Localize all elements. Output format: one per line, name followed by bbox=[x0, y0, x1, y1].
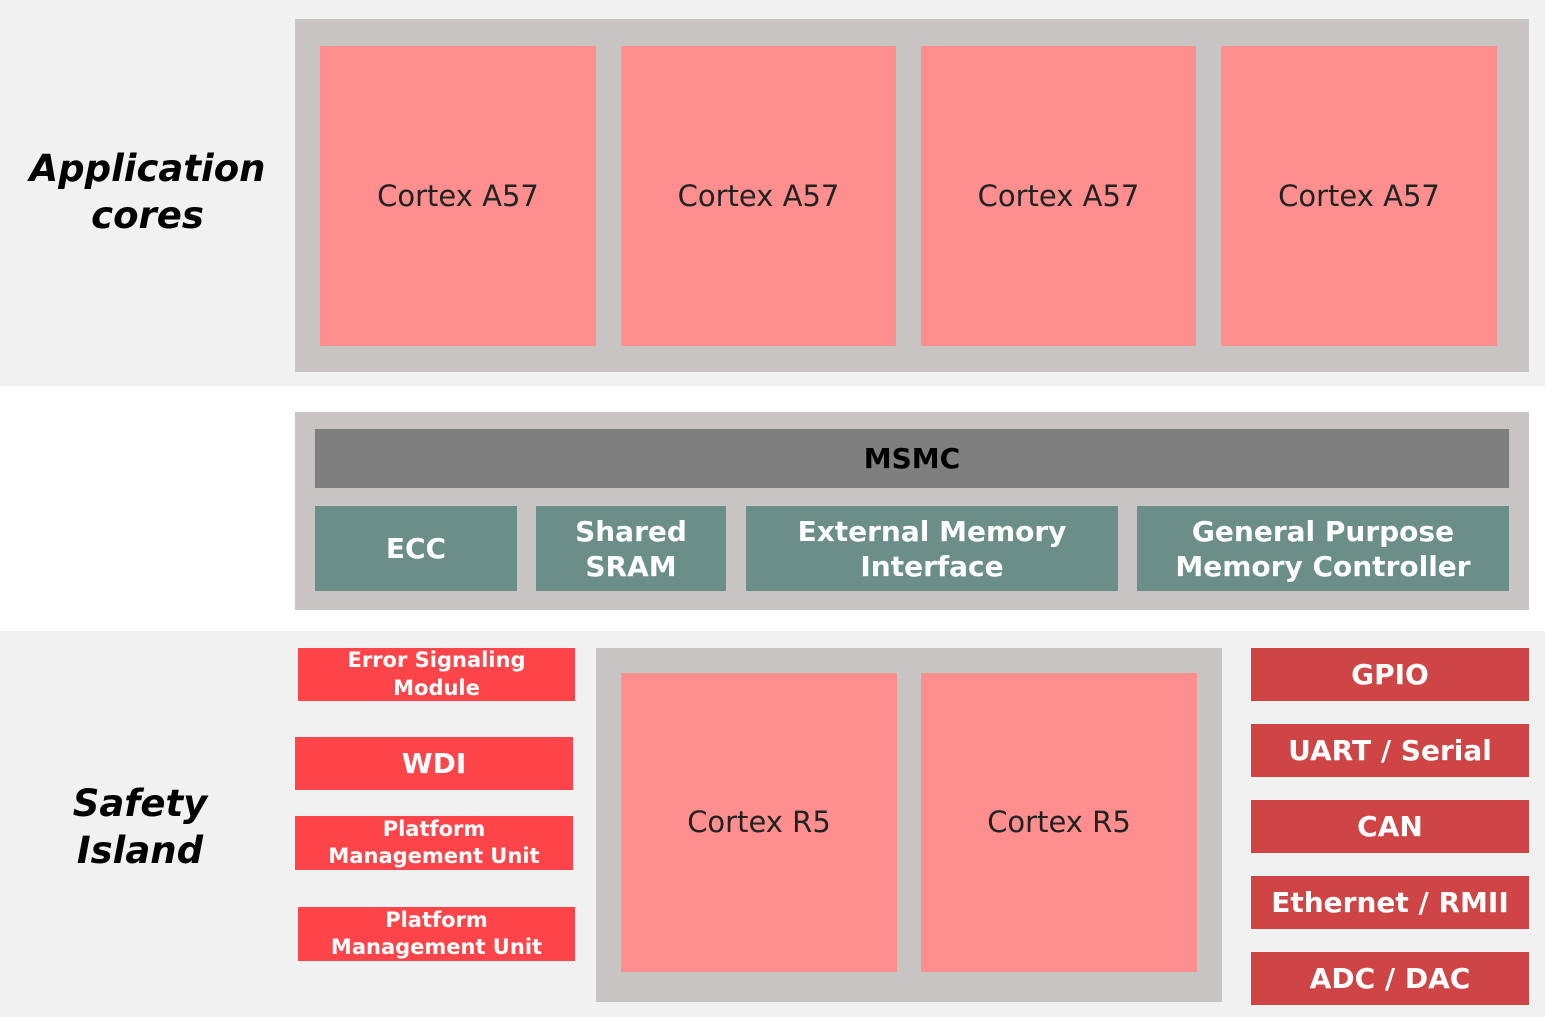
pmu2-line-1: Platform bbox=[385, 907, 488, 932]
ethernet-rmii-block: Ethernet / RMII bbox=[1251, 876, 1529, 929]
safety-island-label: Safety Island bbox=[15, 780, 265, 875]
cortex-a57-core-1: Cortex A57 bbox=[320, 46, 596, 346]
shared-sram-block: Shared SRAM bbox=[536, 506, 726, 591]
wdi-label: WDI bbox=[401, 746, 467, 780]
pmu1-line-2: Management Unit bbox=[328, 844, 540, 868]
cortex-a57-core-2: Cortex A57 bbox=[621, 46, 896, 346]
safety-label-line-1: Safety bbox=[72, 782, 208, 826]
pmu1-line-1: Platform bbox=[382, 816, 486, 841]
application-cores-label: Application cores bbox=[15, 145, 280, 240]
ecc-block: ECC bbox=[315, 506, 517, 591]
cortex-r5-core-1: Cortex R5 bbox=[621, 673, 897, 972]
gpio-block: GPIO bbox=[1251, 648, 1529, 701]
shared-sram-line-2: SRAM bbox=[585, 549, 677, 583]
platform-management-unit-2: Platform Management Unit bbox=[298, 907, 575, 961]
can-block: CAN bbox=[1251, 800, 1529, 853]
msmc-bar: MSMC bbox=[315, 429, 1509, 488]
shared-sram-line-1: Shared bbox=[575, 514, 687, 548]
wdi-module: WDI bbox=[295, 737, 573, 790]
general-purpose-memory-controller-block: General Purpose Memory Controller bbox=[1137, 506, 1509, 591]
safety-label-line-2: Island bbox=[76, 828, 204, 872]
cortex-a57-core-3: Cortex A57 bbox=[921, 46, 1196, 346]
esm-line-2: Module bbox=[393, 675, 480, 700]
adc-dac-block: ADC / DAC bbox=[1251, 952, 1529, 1005]
gpmc-line-2: Memory Controller bbox=[1175, 549, 1471, 583]
cortex-a57-core-4: Cortex A57 bbox=[1221, 46, 1497, 346]
esm-line-1: Error Signaling bbox=[347, 648, 526, 673]
application-label-line-1: Application bbox=[29, 147, 266, 191]
external-memory-line-2: Interface bbox=[860, 549, 1004, 583]
platform-management-unit-1: Platform Management Unit bbox=[295, 816, 573, 870]
ecc-label: ECC bbox=[385, 532, 447, 565]
external-memory-interface-block: External Memory Interface bbox=[746, 506, 1118, 591]
gpmc-line-1: General Purpose bbox=[1191, 514, 1455, 548]
external-memory-line-1: External Memory bbox=[797, 514, 1067, 548]
cortex-r5-core-2: Cortex R5 bbox=[921, 673, 1197, 972]
error-signaling-module: Error Signaling Module bbox=[298, 648, 575, 701]
uart-serial-block: UART / Serial bbox=[1251, 724, 1529, 777]
application-label-line-2: cores bbox=[91, 193, 204, 237]
pmu2-line-2: Management Unit bbox=[330, 935, 543, 959]
